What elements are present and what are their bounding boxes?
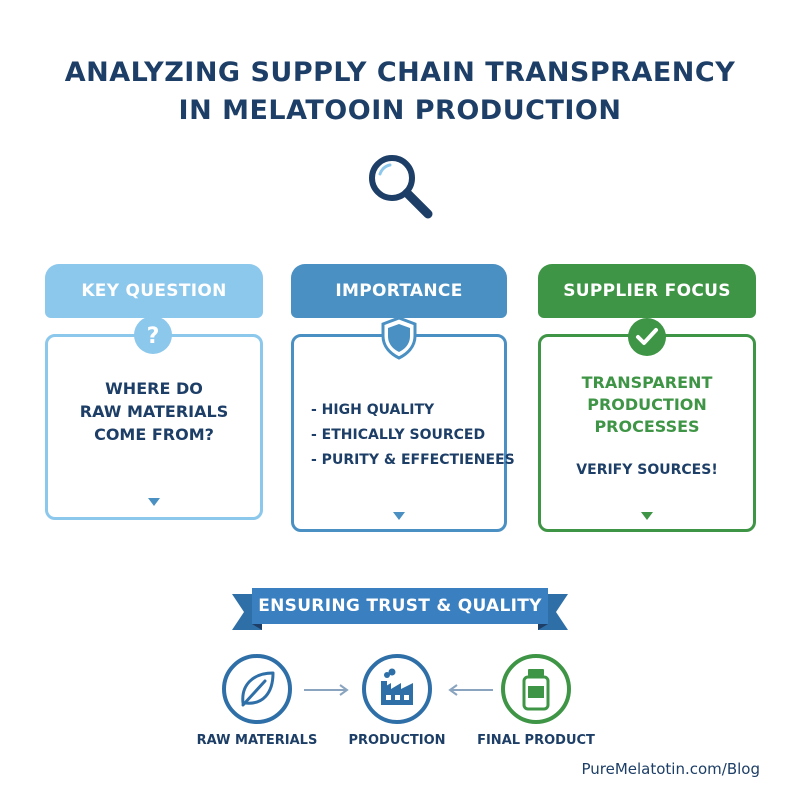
importance-item: - PURITY & EFFECTIENEES bbox=[311, 452, 515, 468]
key-question-line: RAW MATERIALS bbox=[79, 402, 229, 421]
importance-list: - HIGH QUALITY - ETHICALLY SOURCED - PUR… bbox=[311, 398, 515, 473]
checkmark-icon bbox=[628, 318, 666, 356]
key-question-line: COME FROM? bbox=[94, 425, 214, 444]
arrow-right-icon bbox=[304, 684, 349, 696]
shield-icon bbox=[381, 316, 417, 360]
key-question-box bbox=[45, 334, 263, 520]
magnifying-glass-icon bbox=[369, 155, 433, 219]
importance-arrow-icon bbox=[393, 512, 405, 520]
svg-text:?: ? bbox=[147, 324, 160, 349]
supplier-focus-line: TRANSPARENT bbox=[581, 373, 713, 392]
ribbon-banner bbox=[232, 588, 568, 630]
supplier-focus-note: VERIFY SOURCES! bbox=[576, 462, 718, 478]
importance-box bbox=[291, 334, 507, 532]
importance-header: IMPORTANCE bbox=[291, 264, 507, 318]
footer-url: PureMelatotin.com/Blog bbox=[581, 760, 760, 778]
page-title: ANALYZING SUPPLY CHAIN TRANSPRAENCY IN M… bbox=[0, 54, 800, 130]
importance-item: - HIGH QUALITY bbox=[311, 402, 435, 418]
importance-item: - ETHICALLY SOURCED bbox=[311, 427, 486, 443]
supplier-focus-arrow-icon bbox=[641, 512, 653, 520]
key-question-arrow-icon bbox=[148, 498, 160, 506]
raw-materials-label: RAW MATERIALS bbox=[196, 733, 318, 748]
supplier-focus-header: SUPPLIER FOCUS bbox=[538, 264, 756, 318]
supplier-focus-text: TRANSPARENT PRODUCTION PROCESSES bbox=[538, 372, 756, 438]
production-label: PRODUCTION bbox=[348, 733, 446, 748]
key-question-header: KEY QUESTION bbox=[45, 264, 263, 318]
question-mark-icon: ? bbox=[134, 316, 172, 354]
title-line-2: IN MELATOOIN PRODUCTION bbox=[178, 95, 622, 126]
key-question-text: WHERE DO RAW MATERIALS COME FROM? bbox=[45, 377, 263, 446]
arrow-left-icon bbox=[448, 684, 493, 696]
bottle-icon bbox=[501, 654, 571, 724]
leaf-icon bbox=[222, 654, 292, 724]
final-product-label: FINAL PRODUCT bbox=[477, 733, 595, 748]
factory-icon bbox=[362, 654, 432, 724]
supplier-focus-line: PROCESSES bbox=[594, 417, 700, 436]
title-line-1: ANALYZING SUPPLY CHAIN TRANSPRAENCY bbox=[64, 57, 736, 88]
key-question-line: WHERE DO bbox=[105, 379, 203, 398]
banner-text: ENSURING TRUST & QUALITY bbox=[258, 596, 542, 616]
supplier-focus-line: PRODUCTION bbox=[587, 395, 707, 414]
